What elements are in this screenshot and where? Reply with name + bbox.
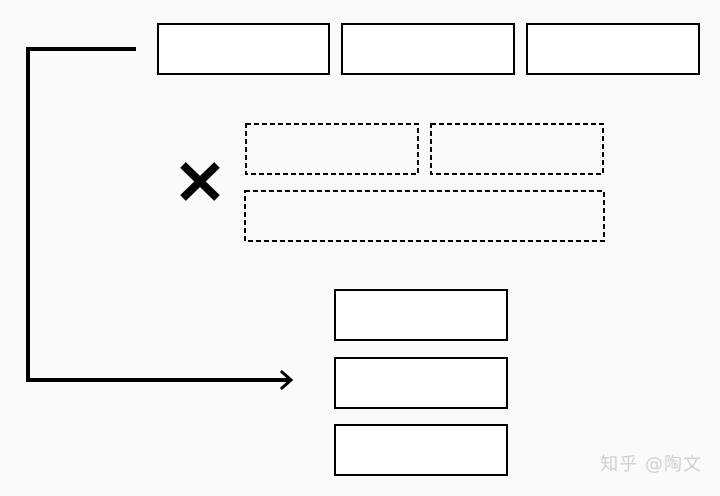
result-box: [334, 289, 508, 341]
arrow-right-icon: [279, 369, 294, 391]
rejected-group: [180, 123, 605, 242]
top-row: [157, 23, 700, 75]
result-column: [334, 289, 508, 476]
watermark-text: 知乎 @陶文: [600, 454, 702, 475]
dashed-box: [245, 123, 419, 175]
top-row-box: [341, 23, 515, 75]
dashed-box-wide: [244, 190, 605, 242]
top-row-box: [157, 23, 330, 75]
dashed-box: [430, 123, 604, 175]
connector-arrow: [26, 47, 294, 391]
result-box: [334, 357, 508, 409]
connector-line: [26, 47, 290, 382]
top-row-box: [526, 23, 700, 75]
cross-icon: [180, 162, 220, 201]
result-box: [334, 424, 508, 476]
